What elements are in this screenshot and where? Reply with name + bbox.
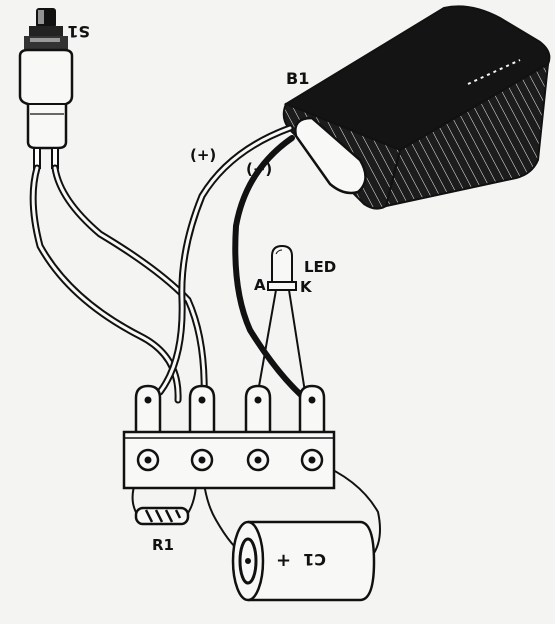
- label-s1: S1: [67, 22, 90, 41]
- wires: [29, 124, 381, 557]
- label-plus: (+): [190, 146, 216, 164]
- capacitor-c1: [231, 520, 376, 602]
- label-r1: R1: [152, 536, 174, 554]
- label-cathode: K: [300, 278, 313, 296]
- switch-s1: [18, 8, 74, 169]
- terminal-strip: [122, 384, 336, 490]
- label-minus: (−): [246, 160, 272, 178]
- led: [267, 244, 297, 291]
- label-c1: C1: [303, 550, 326, 569]
- battery-b1: [282, 5, 551, 210]
- resistor-r1: [134, 506, 190, 526]
- terminal-lugs: [134, 384, 326, 434]
- label-led: LED: [304, 258, 336, 276]
- labels: S1 B1 (+) (−) LED A K R1 + C1: [67, 22, 336, 571]
- label-b1: B1: [286, 69, 309, 88]
- label-anode: A: [254, 276, 266, 294]
- label-c1-plus: +: [276, 550, 291, 571]
